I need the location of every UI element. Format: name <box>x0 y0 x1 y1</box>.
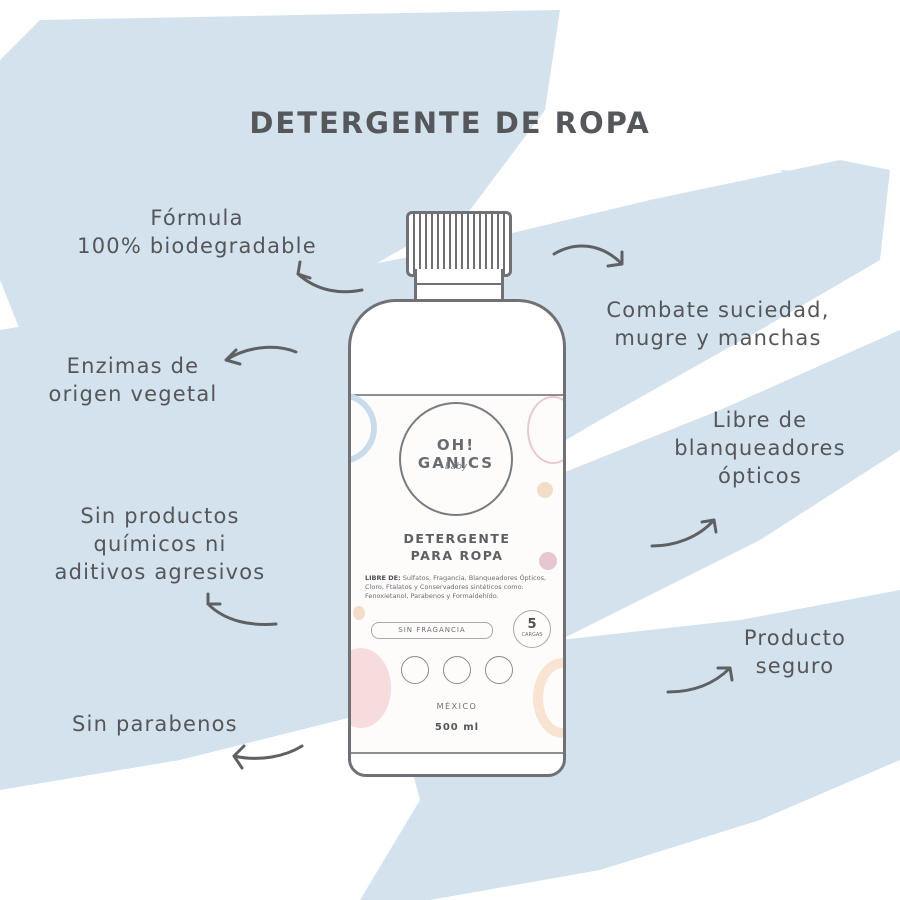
arrow-icon <box>650 518 718 548</box>
certification-seal-icon <box>401 656 429 684</box>
arrow-icon <box>296 260 364 294</box>
arrow-icon <box>552 244 624 268</box>
variant-badge: SIN FRAGANCIA <box>371 622 493 639</box>
arrow-icon <box>206 592 278 626</box>
free-of-text: LIBRE DE: Sulfatos, Fragancia, Blanquead… <box>365 574 547 600</box>
arrow-icon <box>666 666 734 694</box>
origin-text: MÉXICO <box>436 702 478 711</box>
feature-no-chemicals: Sin productos químicos ni aditivos agres… <box>54 504 266 584</box>
loads-badge: 5 CARGAS <box>513 610 551 648</box>
feature-safe-product: Producto seguro <box>743 626 847 678</box>
feature-enzymes: Enzimas de origen vegetal <box>48 354 218 406</box>
feature-biodegradable: Fórmula 100% biodegradable <box>77 206 317 258</box>
bottle-body: OH! GANICS baby DETERGENTE PARA ROPA LIB… <box>348 299 566 777</box>
volume-text: 500 ml <box>434 722 480 733</box>
brand-logo: OH! GANICS baby <box>399 402 513 516</box>
certification-seal-icon <box>443 656 471 684</box>
feature-no-parabens: Sin parabenos <box>72 712 238 736</box>
arrow-icon <box>232 744 304 770</box>
certification-seal-icon <box>485 656 513 684</box>
product-label: OH! GANICS baby DETERGENTE PARA ROPA LIB… <box>351 392 563 754</box>
feature-no-brighteners: Libre de blanqueadores ópticos <box>674 408 846 488</box>
brand-name: OH! GANICS <box>417 436 495 472</box>
arrow-icon <box>224 345 298 366</box>
bottle-illustration: OH! GANICS baby DETERGENTE PARA ROPA LIB… <box>340 205 570 777</box>
page-title: DETERGENTE DE ROPA <box>249 106 651 140</box>
product-name: DETERGENTE PARA ROPA <box>403 531 511 563</box>
feature-fights-dirt: Combate suciedad, mugre y manchas <box>606 298 830 350</box>
bottle-cap <box>406 211 512 277</box>
sub-brand: baby <box>444 462 468 472</box>
